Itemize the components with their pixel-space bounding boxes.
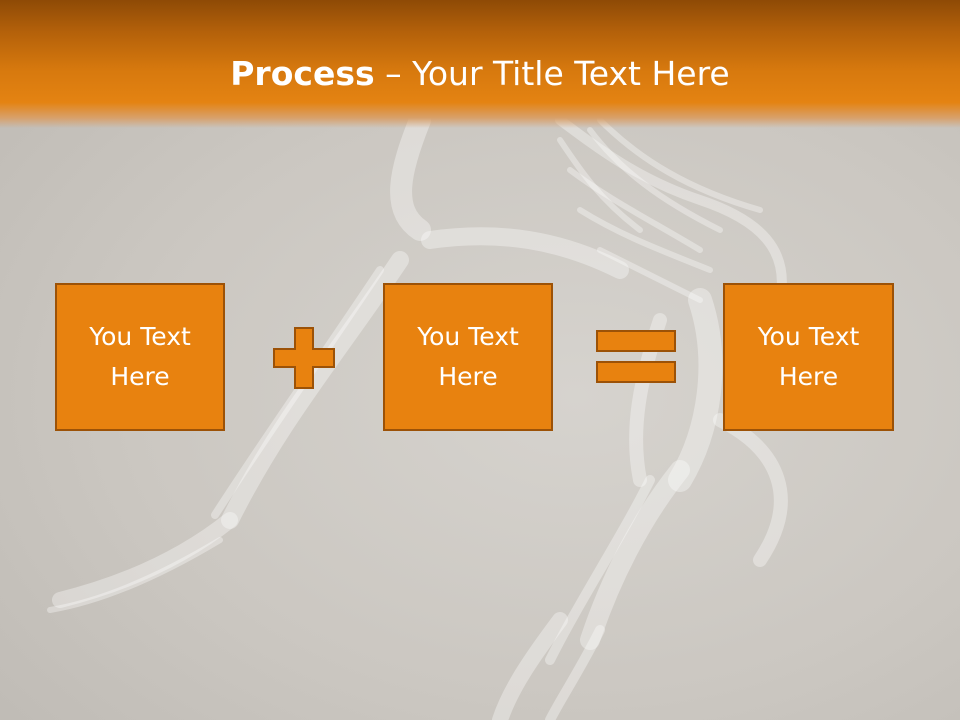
process-box-3-text: You Text Here — [757, 322, 860, 391]
process-box-3[interactable]: You Text Here — [723, 283, 894, 431]
title-bold: Process — [230, 54, 375, 93]
process-box-2-text: You Text Here — [417, 322, 519, 391]
header-band — [0, 0, 960, 128]
process-box-1-text: You Text Here — [89, 322, 191, 391]
process-box-1[interactable]: You Text Here — [55, 283, 225, 431]
process-box-2[interactable]: You Text Here — [383, 283, 553, 431]
slide-title[interactable]: Process – Your Title Text Here — [0, 52, 960, 96]
plus-icon — [273, 327, 335, 389]
title-rest: Your Title Text Here — [412, 54, 730, 93]
title-dash: – — [374, 54, 413, 93]
equals-icon — [596, 330, 676, 383]
